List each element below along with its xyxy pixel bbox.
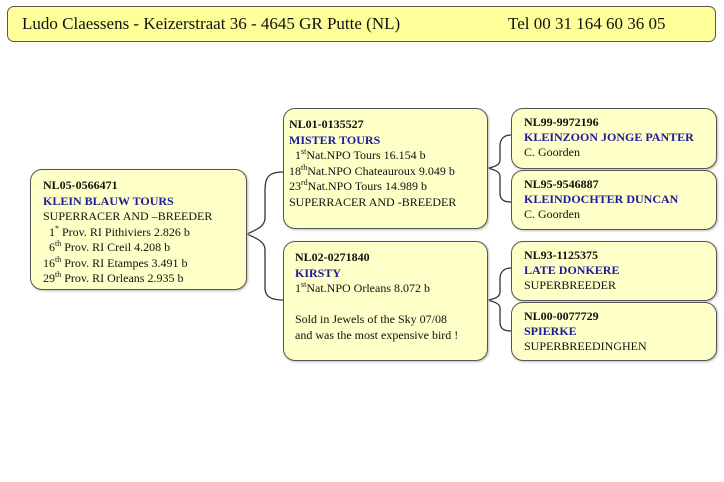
result-rank: 6 xyxy=(43,240,55,254)
result-rank-suffix: th xyxy=(55,270,62,279)
result-text: Nat.NPO Chateauroux 9.049 b xyxy=(307,163,455,178)
bird-note: Sold in Jewels of the Sky 07/08 xyxy=(295,312,447,326)
bird-note: and was the most expensive bird ! xyxy=(295,327,459,342)
bird-name: KLEIN BLAUW TOURS xyxy=(43,193,174,208)
result-rank: 18 xyxy=(289,163,301,178)
result-rank: 29 xyxy=(43,271,55,285)
race-result: 1stNat.NPO Orleans 8.072 b xyxy=(295,281,479,297)
bird-name: MISTER TOURS xyxy=(289,132,381,147)
result-rank: 1 xyxy=(43,224,55,239)
ring-number: NL99-9972196 xyxy=(524,115,599,129)
header-banner: Ludo Claessens - Keizerstraat 36 - 4645 … xyxy=(7,6,716,42)
result-rank-suffix: rd xyxy=(301,178,308,187)
race-result: 29th Prov. RI Orleans 2.935 b xyxy=(43,271,238,287)
result-rank-suffix: st xyxy=(301,280,307,289)
result-rank: 23 xyxy=(289,179,301,193)
result-rank: 1 xyxy=(295,281,301,295)
bird-note: SUPERRACER AND -BREEDER xyxy=(289,194,457,209)
bird-name: LATE DONKERE xyxy=(524,263,620,277)
ring-number: NL05-0566471 xyxy=(43,178,118,192)
race-result: 1* Prov. RI Pithiviers 2.826 b xyxy=(43,223,238,241)
result-text: Nat.NPO Tours 14.989 b xyxy=(307,179,427,193)
ring-number: NL01-0135527 xyxy=(289,117,364,131)
result-rank: 1 xyxy=(289,148,301,162)
race-result: 1stNat.NPO Tours 16.154 b xyxy=(289,148,479,164)
bird-name: SPIERKE xyxy=(524,324,577,338)
race-result: 16th Prov. RI Etampes 3.491 b xyxy=(43,254,238,272)
bracket-sire xyxy=(487,134,512,203)
result-text: Prov. RI Creil 4.208 b xyxy=(61,240,171,254)
result-rank: 16 xyxy=(43,255,55,270)
race-result: 23rdNat.NPO Tours 14.989 b xyxy=(289,179,479,195)
bracket-dam xyxy=(487,267,512,332)
bird-note: C. Goorden xyxy=(524,145,580,159)
ring-number: NL93-1125375 xyxy=(524,248,599,262)
ring-number: NL02-0271840 xyxy=(295,250,370,264)
result-text: Nat.NPO Tours 16.154 b xyxy=(306,148,426,162)
bird-name: KIRSTY xyxy=(295,265,342,280)
phone-number: Tel 00 31 164 60 36 05 xyxy=(508,14,666,33)
race-result: 6th Prov. RI Creil 4.208 b xyxy=(43,240,238,256)
spacer xyxy=(295,297,479,313)
bird-note: SUPERBREEDER xyxy=(524,278,617,292)
result-text: Prov. RI Pithiviers 2.826 b xyxy=(59,224,190,239)
result-text: Prov. RI Orleans 2.935 b xyxy=(61,271,184,285)
result-rank-suffix: th xyxy=(301,162,308,172)
result-rank-suffix: * xyxy=(55,223,59,233)
bird-name: KLEINZOON JONGE PANTER xyxy=(524,130,694,144)
bird-note: SUPERBREEDINGHEN xyxy=(524,339,647,353)
bird-note: SUPERRACER AND –BREEDER xyxy=(43,209,213,223)
ring-number: NL95-9546887 xyxy=(524,177,599,191)
ring-number: NL00-0077729 xyxy=(524,309,599,323)
result-text: Nat.NPO Orleans 8.072 b xyxy=(306,281,430,295)
result-rank-suffix: th xyxy=(55,239,62,248)
race-result: 18thNat.NPO Chateauroux 9.049 b xyxy=(289,162,479,180)
result-text: Prov. RI Etampes 3.491 b xyxy=(61,255,188,270)
bird-name: KLEINDOCHTER DUNCAN xyxy=(524,192,679,206)
result-rank-suffix: st xyxy=(301,147,307,156)
result-rank-suffix: th xyxy=(55,254,62,264)
bird-note: C. Goorden xyxy=(524,207,580,221)
owner-address: Ludo Claessens - Keizerstraat 36 - 4645 … xyxy=(22,14,401,33)
bracket-main xyxy=(245,171,284,301)
